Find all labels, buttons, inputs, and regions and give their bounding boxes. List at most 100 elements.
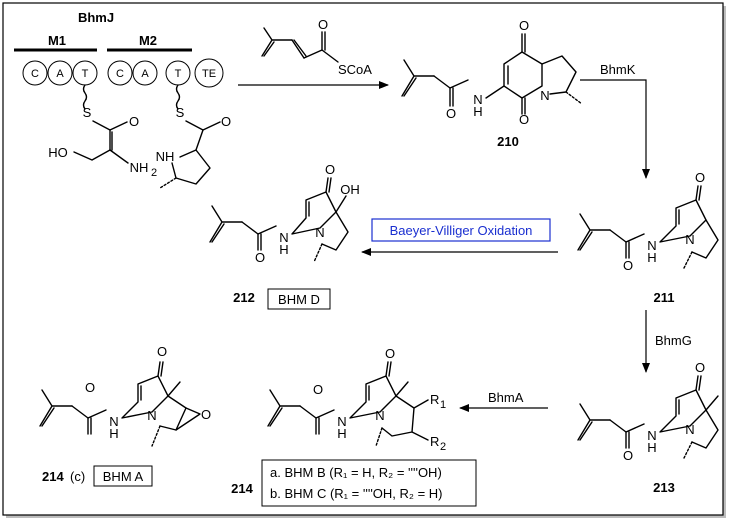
svg-text:C: C [31,68,39,80]
serine-amine: NH [130,160,149,175]
c214ab-amide-co [315,417,320,435]
compound-214-c: O N H O N O 214 (c) BHM A [39,344,211,487]
step-bhmk: BhmK [580,62,650,179]
c214ab-isoprenyl [267,389,301,427]
c214ab-legend-a: a. BHM B (R₁ = H, R₂ = ''''OH) [270,465,442,480]
c212-nh: N [279,230,288,245]
serine-backbone [73,149,111,161]
c214c-name-box [93,465,153,487]
module-label-m2: M2 [139,33,157,48]
enzyme-bhmg: BhmG [655,333,692,348]
c213-isoprenyl [577,403,611,441]
proline-carbonyl-o: O [221,114,231,129]
c212-n: N [315,225,324,240]
c214ab-methyl [375,427,383,447]
proline-methyl [159,177,177,189]
c214ab-ketone [385,361,392,377]
c214c-ring-b [159,395,187,431]
c214c-n: N [147,408,156,423]
compound-214-ab: O N H O N R 1 R 2 214 a. BHM B (R₁ = H, … [231,346,477,507]
step-bhma: BhmA [459,390,548,412]
nrps-assembly: BhmJ M1 M2 C A T C A T TE S O HO NH 2 S … [14,10,231,189]
tether-1 [82,84,88,110]
c214c-amide-o: O [85,380,95,395]
c214c-epoxide [175,407,201,431]
c210-lactam-o: O [519,112,529,127]
c212-ketone-o: O [325,162,335,177]
compound-212: O N H O OH N 212 BHM D [209,162,360,310]
c214ab-r2-bond [411,431,429,441]
svg-text:A: A [141,68,149,80]
acyl-coa-chain [303,49,323,59]
c213-amide-o: O [623,448,633,463]
c214ab-r2-sub: 2 [440,441,446,453]
c210-nh-h: H [473,104,482,119]
c214ab-nh-h: H [337,426,346,441]
c214ab-label: 214 [231,481,253,496]
c214ab-r2: R [430,434,439,449]
c212-amide-co [257,233,262,251]
svg-text:T: T [175,68,182,80]
c212-label: 212 [233,290,255,305]
domain-c2: C [107,60,133,86]
c212-isoprenyl [209,205,243,243]
c211-nh: N [647,238,656,253]
enzyme-bhma: BhmA [488,390,524,405]
c214ab-r1-bond [413,399,429,409]
c213-ketone-o: O [695,360,705,375]
arrow-bhmk [580,79,650,179]
c210-isoprenyl [401,59,435,97]
c211-ring-b [691,219,719,259]
svg-text:TE: TE [202,68,216,80]
c214c-ketone [157,361,164,377]
acyl-coa-o: O [318,17,328,32]
c211-amide-o: O [623,258,633,273]
acyl-coa-scoa: SCoA [338,62,372,77]
c213-amide-co [625,431,630,449]
sulfur-2: S [176,105,185,120]
c214c-amide-co [87,417,92,435]
serine-cn [109,149,129,164]
compound-210: O N H O O N 210 [401,18,583,149]
svg-text:T: T [82,68,89,80]
c210-ring-5 [541,55,577,95]
step-acyl-coa: O SCoA [238,17,389,89]
sulfur-1: S [83,105,92,120]
acyl-coa-carbonyl [321,31,326,51]
c211-amide-co [625,241,630,259]
domain-a1: A [47,60,73,86]
domain-t1: T [72,60,98,86]
c214ab-legend-box [261,459,477,507]
c210-ketone [521,33,526,53]
compound-211: O N H O N 211 [577,170,719,305]
step-baeyer-villiger: Baeyer-Villiger Oxidation [361,218,558,256]
c210-n-ring [485,85,505,99]
proline-ca [195,129,204,151]
c210-amide-o: O [446,106,456,121]
tether-2 [175,84,181,110]
domain-c1: C [22,60,48,86]
c212-ring-b [321,211,349,251]
c212-methyl [313,243,323,263]
c211-methyl [683,251,693,269]
c210-ketone-o: O [519,18,529,33]
domain-t2: T [165,60,191,86]
c211-isoprenyl [577,213,611,251]
enzyme-bhmk: BhmK [600,62,636,77]
c213-nh: N [647,428,656,443]
c214c-nh: N [109,414,118,429]
serine-carbonyl-o: O [129,114,139,129]
acyl-coa-s-bond [321,49,339,63]
c210-nh: N [473,92,482,107]
c214c-ketone-o: O [157,344,167,359]
c212-amide-o: O [255,250,265,265]
c214c-label: 214 [42,469,64,484]
serine-hydroxyl: HO [48,145,68,160]
svg-text:A: A [56,68,64,80]
c214c-suffix: (c) [70,469,85,484]
svg-text:C: C [116,68,124,80]
c214ab-r1: R [430,392,439,407]
acyl-coa-isoprenyl [261,27,293,57]
